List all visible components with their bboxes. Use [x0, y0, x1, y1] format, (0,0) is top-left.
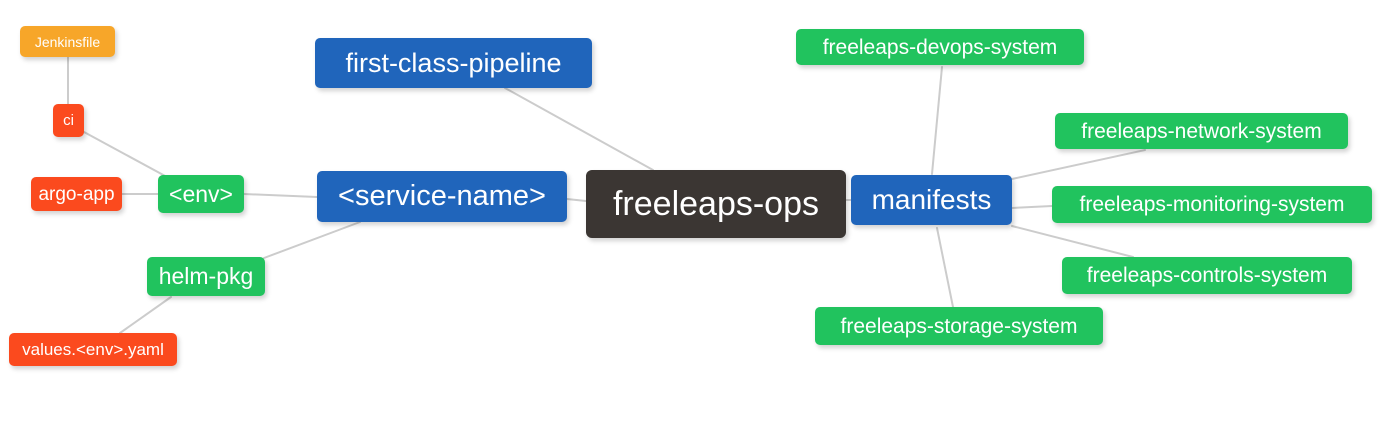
- edge-first-class-pipeline-root: [504, 87, 654, 171]
- node-env[interactable]: <env>: [158, 175, 244, 213]
- node-freeleaps-devops-system[interactable]: freeleaps-devops-system: [796, 29, 1084, 65]
- edge-manifests-network-system: [1011, 149, 1146, 180]
- node-freeleaps-controls-system[interactable]: freeleaps-controls-system: [1062, 257, 1352, 294]
- node-jenkinsfile[interactable]: Jenkinsfile: [20, 26, 115, 57]
- edge-service-name-helm-pkg: [263, 221, 361, 259]
- node-manifests[interactable]: manifests: [851, 175, 1012, 225]
- edge-helm-pkg-values-env-yaml: [119, 296, 172, 334]
- edge-manifests-monitoring-system: [1011, 205, 1053, 209]
- node-freeleaps-network-system[interactable]: freeleaps-network-system: [1055, 113, 1348, 149]
- node-first-class-pipeline[interactable]: first-class-pipeline: [315, 38, 592, 88]
- edge-manifests-storage-system: [936, 227, 954, 308]
- node-helm-pkg[interactable]: helm-pkg: [147, 257, 265, 296]
- edge-manifests-devops-system: [931, 66, 943, 175]
- edge-manifests-controls-system: [1011, 225, 1134, 258]
- node-freeleaps-storage-system[interactable]: freeleaps-storage-system: [815, 307, 1103, 345]
- node-values-env-yaml[interactable]: values.<env>.yaml: [9, 333, 177, 366]
- edge-service-name-root: [566, 198, 587, 202]
- node-freeleaps-ops-root[interactable]: freeleaps-ops: [586, 170, 846, 238]
- node-freeleaps-monitoring-system[interactable]: freeleaps-monitoring-system: [1052, 186, 1372, 223]
- node-argo-app[interactable]: argo-app: [31, 177, 122, 211]
- edge-env-service-name: [243, 193, 318, 198]
- node-ci[interactable]: ci: [53, 104, 84, 137]
- node-service-name[interactable]: <service-name>: [317, 171, 567, 222]
- edge-ci-env: [83, 131, 168, 178]
